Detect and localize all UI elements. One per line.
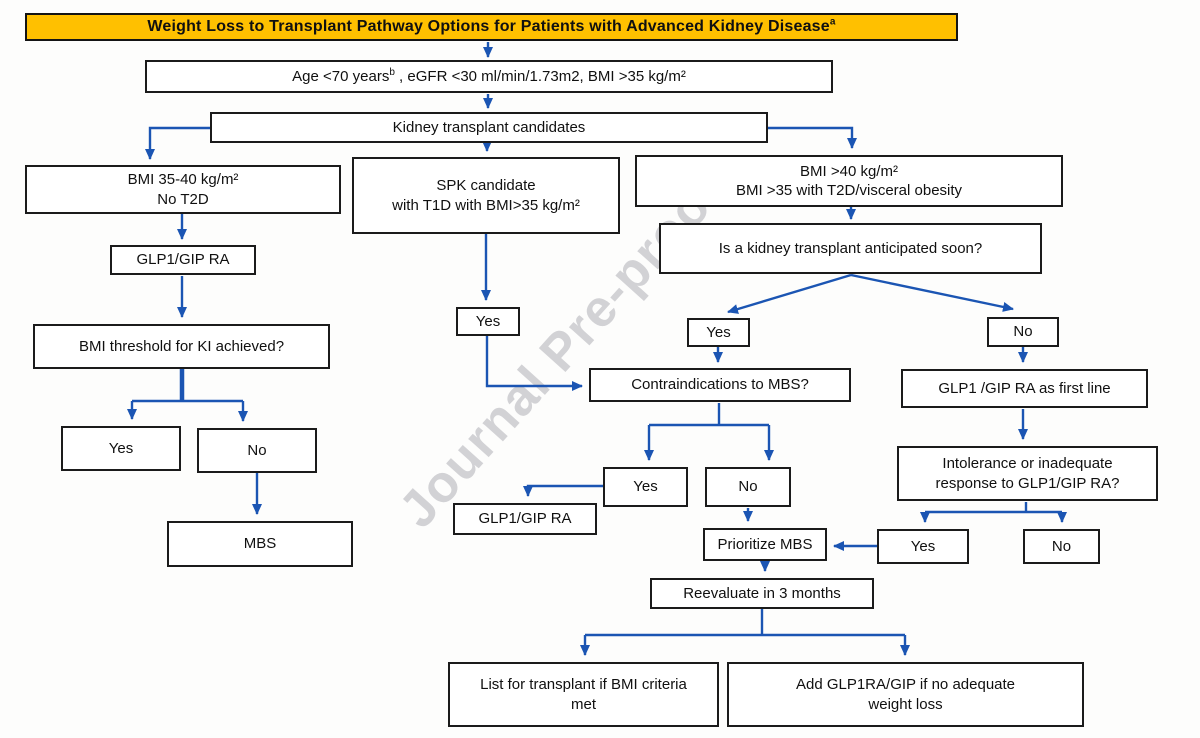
node-yes-contraindications: Yes — [603, 467, 688, 507]
node-yes-intolerance: Yes — [877, 529, 969, 564]
node-glp1-gip-ra: GLP1/GIP RA — [110, 245, 256, 275]
node-no-intolerance: No — [1023, 529, 1100, 564]
figure-title-text: Weight Loss to Transplant Pathway Option… — [147, 17, 830, 35]
node-age-criteria: Age <70 yearsb , eGFR <30 ml/min/1.73m2,… — [145, 60, 833, 93]
node-yes-threshold: Yes — [61, 426, 181, 471]
node-list-for-transplant: List for transplant if BMI criteria met — [448, 662, 719, 727]
node-prioritize-mbs: Prioritize MBS — [703, 528, 827, 561]
node-bmi-35-40-no-t2d: BMI 35-40 kg/m² No T2D — [25, 165, 341, 214]
node-add-glp1ra: Add GLP1RA/GIP if no adequate weight los… — [727, 662, 1084, 727]
node-transplant-anticipated-question: Is a kidney transplant anticipated soon? — [659, 223, 1042, 274]
node-intolerance-question: Intolerance or inadequate response to GL… — [897, 446, 1158, 501]
node-no-anticipated: No — [987, 317, 1059, 347]
node-no-threshold: No — [197, 428, 317, 473]
node-glp1-gip-ra-alt: GLP1/GIP RA — [453, 503, 597, 535]
node-reevaluate: Reevaluate in 3 months — [650, 578, 874, 609]
node-bmi-threshold-question: BMI threshold for KI achieved? — [33, 324, 330, 369]
figure-title-superscript: a — [829, 16, 836, 28]
node-no-contraindications: No — [705, 467, 791, 507]
node-yes-spk: Yes — [456, 307, 520, 336]
node-yes-anticipated: Yes — [687, 318, 750, 347]
node-spk-candidate: SPK candidate with T1D with BMI>35 kg/m² — [352, 157, 620, 234]
node-contraindications-question: Contraindications to MBS? — [589, 368, 851, 402]
node-glp1-first-line: GLP1 /GIP RA as first line — [901, 369, 1148, 408]
node-bmi-over-40: BMI >40 kg/m² BMI >35 with T2D/visceral … — [635, 155, 1063, 207]
node-kidney-transplant-candidates: Kidney transplant candidates — [210, 112, 768, 143]
node-mbs: MBS — [167, 521, 353, 567]
figure-title-bar: Weight Loss to Transplant Pathway Option… — [25, 13, 958, 41]
